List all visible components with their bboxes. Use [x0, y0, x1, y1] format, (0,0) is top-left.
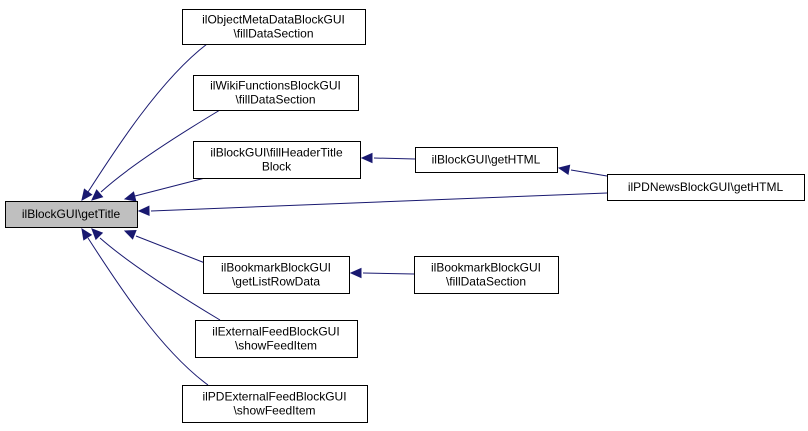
node-box[interactable]: [195, 320, 358, 358]
node-root[interactable]: ilBlockGUI\getTitle: [5, 201, 138, 228]
edges-layer: [81, 43, 608, 386]
arrowhead: [91, 228, 104, 241]
edge-pdextfeed-root: [81, 227, 209, 386]
node-label-line: ilBlockGUI\fillHeaderTitle: [210, 146, 343, 160]
node-label-line: ilPDNewsBlockGUI\getHTML: [628, 180, 784, 194]
arrowhead: [360, 152, 373, 164]
node-box[interactable]: [414, 256, 559, 294]
arrowhead: [349, 267, 362, 279]
edge-bookmarkrow-root: [123, 229, 206, 264]
node-label-line: \fillDataSection: [446, 275, 526, 289]
edge-line: [135, 235, 206, 264]
arrowhead: [91, 189, 104, 201]
node-label-line: ilObjectMetaDataBlockGUI: [202, 13, 345, 27]
node-extfeed[interactable]: ilExternalFeedBlockGUI\showFeedItem: [195, 320, 358, 358]
edge-line: [362, 272, 415, 275]
node-label-line: ilBookmarkBlockGUI: [431, 261, 541, 275]
arrowhead: [81, 188, 93, 201]
node-label-line: Block: [262, 160, 292, 174]
node-box[interactable]: [203, 256, 350, 294]
node-pdnews[interactable]: ilPDNewsBlockGUI\getHTML: [607, 174, 805, 201]
edge-line: [150, 192, 608, 212]
node-box[interactable]: [193, 75, 359, 111]
edge-fillheader-root: [123, 177, 206, 202]
edge-line: [570, 169, 608, 177]
node-label-line: \getListRowData: [232, 275, 320, 289]
edge-objmeta-root: [81, 43, 208, 201]
node-gethtml[interactable]: ilBlockGUI\getHTML: [415, 147, 558, 173]
node-bookmarkfill[interactable]: ilBookmarkBlockGUI\fillDataSection: [414, 256, 559, 294]
arrowhead: [137, 205, 150, 217]
edge-line: [99, 237, 221, 321]
edge-pdnews-root: [137, 192, 608, 217]
node-pdextfeed[interactable]: ilPDExternalFeedBlockGUI\showFeedItem: [182, 385, 368, 423]
node-wikifunc[interactable]: ilWikiFunctionsBlockGUI\fillDataSection: [193, 75, 359, 111]
node-label-line: \showFeedItem: [233, 404, 315, 418]
node-objmeta[interactable]: ilObjectMetaDataBlockGUI\fillDataSection: [182, 9, 366, 45]
node-label-line: \fillDataSection: [233, 27, 313, 41]
nodes-layer: ilBlockGUI\getTitle ilObjectMetaDataBlock…: [5, 9, 805, 423]
edge-bookmarkfill-bookmarkrow: [349, 267, 415, 279]
edge-line: [87, 43, 208, 193]
node-label-line: ilWikiFunctionsBlockGUI: [210, 79, 341, 93]
edge-line: [87, 237, 209, 386]
edge-line: [134, 177, 206, 197]
node-label-line: \fillDataSection: [235, 93, 315, 107]
node-label-line: ilPDExternalFeedBlockGUI: [202, 390, 346, 404]
node-label-line: ilBlockGUI\getHTML: [432, 153, 541, 167]
edge-wikifunc-root: [91, 109, 221, 201]
node-label-line: ilBlockGUI\getTitle: [22, 207, 121, 221]
node-box[interactable]: [182, 9, 366, 45]
edge-extfeed-root: [91, 228, 221, 321]
node-box[interactable]: [193, 141, 361, 179]
node-label-line: ilBookmarkBlockGUI: [221, 261, 331, 275]
edge-line: [100, 109, 221, 193]
arrowhead: [557, 164, 571, 175]
edge-gethtml-fillheader: [360, 152, 416, 164]
arrowhead: [81, 227, 93, 241]
node-box[interactable]: [415, 147, 558, 173]
node-box[interactable]: [182, 385, 368, 423]
arrowhead: [123, 229, 137, 240]
edge-pdnews-gethtml: [557, 164, 608, 177]
edge-line: [373, 157, 416, 160]
node-box[interactable]: [5, 201, 138, 228]
node-bookmarkrow[interactable]: ilBookmarkBlockGUI\getListRowData: [203, 256, 350, 294]
node-box[interactable]: [607, 174, 805, 201]
arrowhead: [123, 191, 137, 202]
node-label-line: \showFeedItem: [235, 339, 317, 353]
node-label-line: ilExternalFeedBlockGUI: [212, 325, 339, 339]
